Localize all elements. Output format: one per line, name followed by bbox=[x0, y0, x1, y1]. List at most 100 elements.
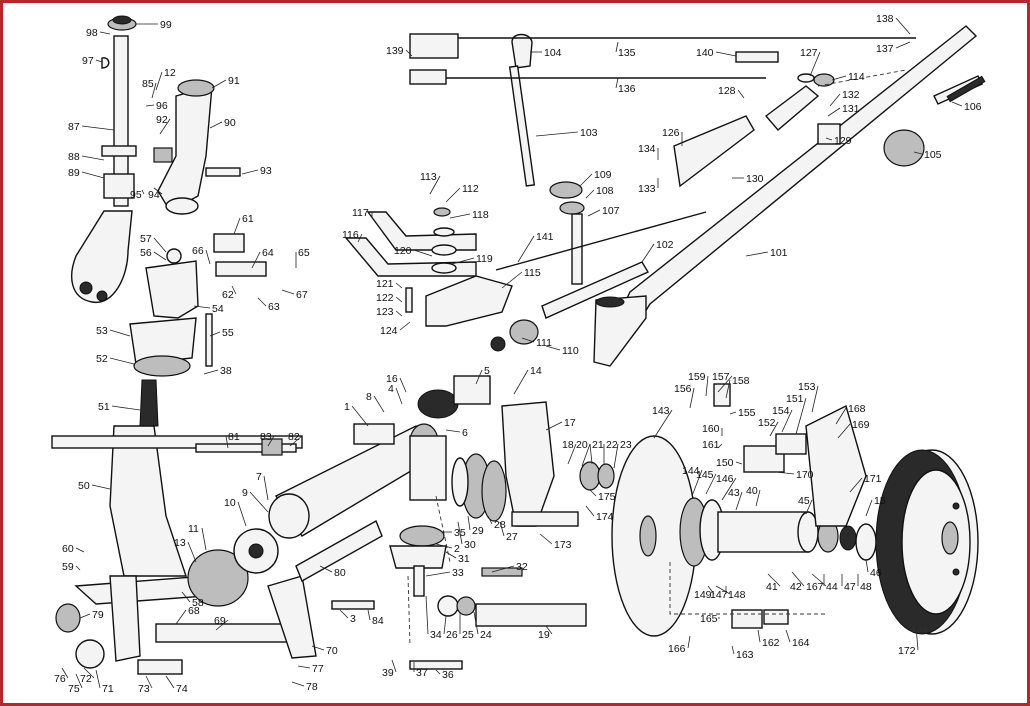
callout-label-103: 103 bbox=[580, 127, 598, 139]
leader-line-159 bbox=[705, 375, 709, 397]
callout-label-135: 135 bbox=[618, 47, 636, 59]
leader-line-52 bbox=[109, 357, 135, 365]
callout-label-29: 29 bbox=[472, 525, 484, 537]
leader-line-73 bbox=[145, 675, 153, 689]
callout-label-40: 40 bbox=[746, 485, 758, 497]
callout-label-78: 78 bbox=[306, 681, 318, 693]
leader-line-14 bbox=[513, 369, 529, 395]
leader-line-171 bbox=[849, 477, 863, 493]
leader-line-11 bbox=[201, 527, 207, 551]
callout-label-122: 122 bbox=[376, 292, 394, 304]
compensator-part bbox=[673, 73, 983, 188]
leader-line-79 bbox=[79, 613, 91, 619]
leader-line-67 bbox=[281, 289, 295, 295]
callout-label-168: 168 bbox=[848, 403, 866, 415]
callout-label-46: 46 bbox=[870, 567, 882, 579]
leader-line-27 bbox=[499, 521, 505, 537]
callout-label-34: 34 bbox=[430, 629, 442, 641]
leader-line-94 bbox=[153, 187, 163, 195]
callout-label-93: 93 bbox=[260, 165, 272, 177]
callout-label-92: 92 bbox=[156, 114, 168, 126]
callout-label-87: 87 bbox=[68, 121, 80, 133]
callout-label-51: 51 bbox=[98, 401, 110, 413]
brake-shoe-part bbox=[713, 383, 867, 629]
leader-line-19 bbox=[545, 625, 553, 635]
leader-line-135 bbox=[615, 41, 619, 53]
leader-line-88 bbox=[81, 155, 105, 161]
callout-label-152: 152 bbox=[758, 417, 776, 429]
callout-label-69: 69 bbox=[214, 615, 226, 627]
callout-label-172: 172 bbox=[898, 645, 916, 657]
callout-label-164: 164 bbox=[792, 637, 810, 649]
leader-line-28 bbox=[487, 515, 493, 525]
callout-label-32: 32 bbox=[516, 561, 528, 573]
callout-label-18: 18 bbox=[562, 439, 574, 451]
leader-line-85 bbox=[151, 82, 157, 99]
leader-line-16 bbox=[399, 377, 407, 393]
callout-label-98: 98 bbox=[86, 27, 98, 39]
leader-line-5 bbox=[475, 369, 483, 385]
callout-label-175: 175 bbox=[598, 491, 616, 503]
leader-line-155 bbox=[729, 411, 737, 415]
callout-label-157: 157 bbox=[712, 371, 730, 383]
leader-line-158 bbox=[725, 379, 731, 399]
callout-label-38: 38 bbox=[220, 365, 232, 377]
callout-label-62: 62 bbox=[222, 289, 234, 301]
callout-label-105: 105 bbox=[924, 149, 942, 161]
callout-label-7: 7 bbox=[256, 471, 262, 483]
track-rod-part bbox=[55, 519, 587, 675]
leader-line-150 bbox=[735, 461, 743, 465]
callout-label-72: 72 bbox=[80, 673, 92, 685]
callout-label-143: 143 bbox=[652, 405, 670, 417]
callout-label-31: 31 bbox=[458, 553, 470, 565]
callout-label-124: 124 bbox=[380, 325, 398, 337]
callout-label-144: 144 bbox=[682, 465, 700, 477]
leader-line-17 bbox=[545, 421, 563, 431]
callout-label-54: 54 bbox=[212, 303, 224, 315]
leader-line-173 bbox=[539, 533, 553, 545]
callout-label-77: 77 bbox=[312, 663, 324, 675]
callout-label-160: 160 bbox=[702, 423, 720, 435]
callout-label-102: 102 bbox=[656, 239, 674, 251]
steering-column-part bbox=[71, 15, 137, 303]
callout-label-71: 71 bbox=[102, 683, 114, 695]
callout-label-127: 127 bbox=[800, 47, 818, 59]
callout-label-126: 126 bbox=[662, 127, 680, 139]
callout-label-155: 155 bbox=[738, 407, 756, 419]
callout-label-42: 42 bbox=[790, 581, 802, 593]
leader-line-122 bbox=[395, 296, 403, 303]
leader-line-57 bbox=[153, 237, 167, 253]
drag-link-part bbox=[195, 438, 297, 456]
leader-line-112 bbox=[445, 187, 461, 203]
callout-label-146: 146 bbox=[716, 473, 734, 485]
callout-label-35: 35 bbox=[454, 527, 466, 539]
callout-label-132: 132 bbox=[842, 89, 860, 101]
callout-label-5: 5 bbox=[484, 365, 490, 377]
leader-line-33 bbox=[425, 571, 451, 577]
leader-line-78 bbox=[291, 681, 305, 687]
leader-line-53 bbox=[109, 329, 131, 337]
callout-label-167: 167 bbox=[806, 581, 824, 593]
leader-line-116 bbox=[357, 233, 363, 243]
callout-label-162: 162 bbox=[762, 637, 780, 649]
leader-line-167 bbox=[811, 573, 827, 587]
callout-label-153: 153 bbox=[798, 381, 816, 393]
spring-part bbox=[481, 75, 986, 577]
callout-label-79: 79 bbox=[92, 609, 104, 621]
leader-line-151 bbox=[795, 397, 807, 435]
leader-line-30 bbox=[457, 521, 463, 545]
leader-line-89 bbox=[81, 171, 105, 179]
callout-label-109: 109 bbox=[594, 169, 612, 181]
leader-line-41 bbox=[767, 573, 781, 587]
callout-label-53: 53 bbox=[96, 325, 108, 337]
callout-label-2: 2 bbox=[454, 543, 460, 555]
leader-line-111 bbox=[521, 337, 535, 343]
leader-line-143 bbox=[653, 409, 673, 439]
leader-line-145 bbox=[705, 473, 717, 495]
callout-label-8: 8 bbox=[366, 391, 372, 403]
leader-line-95 bbox=[141, 189, 145, 195]
leader-line-10 bbox=[237, 501, 247, 527]
leader-line-161 bbox=[717, 443, 723, 449]
leader-line-40 bbox=[755, 489, 761, 507]
